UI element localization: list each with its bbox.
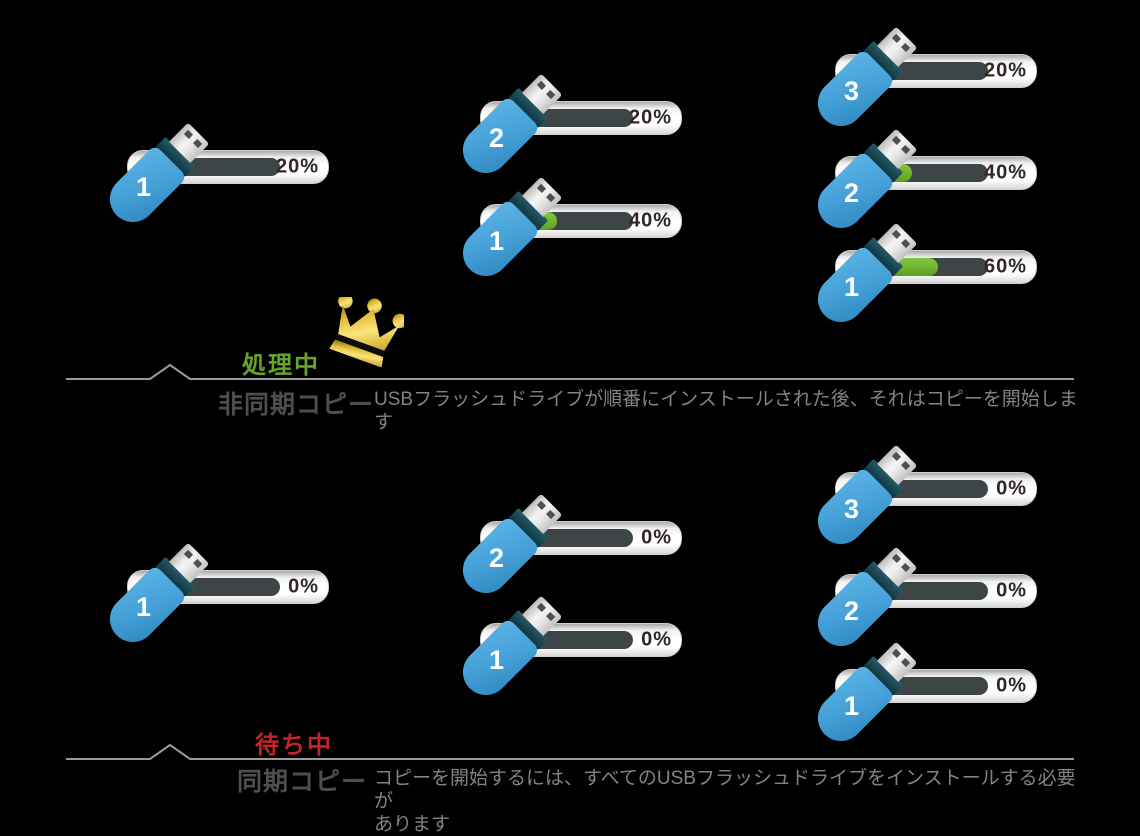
- progress-bar: 20%: [127, 150, 329, 184]
- usb-drive-unit: 20% 1: [100, 122, 337, 270]
- section-divider-line: [66, 743, 1074, 760]
- usb-drive-unit: 0% 2: [453, 493, 690, 641]
- progress-percent-label: 0%: [288, 575, 319, 598]
- progress-track: [862, 164, 988, 182]
- usb-connector-notch: [901, 460, 911, 471]
- progress-fill: [507, 212, 558, 230]
- usb-connector-notch: [546, 89, 556, 100]
- usb-drive-unit: 20% 2: [453, 73, 690, 221]
- progress-percent-label: 0%: [641, 526, 672, 549]
- crown-icon: [329, 297, 404, 367]
- progress-percent-label: 40%: [628, 209, 672, 232]
- progress-percent-label: 40%: [983, 161, 1027, 184]
- progress-percent-label: 0%: [996, 579, 1027, 602]
- progress-bar: 20%: [835, 54, 1037, 88]
- progress-bar: 0%: [480, 521, 682, 555]
- usb-connector-notch: [891, 33, 902, 43]
- usb-connector-notch: [891, 451, 902, 461]
- progress-percent-label: 0%: [996, 674, 1027, 697]
- status-processing-label: 処理中: [242, 352, 320, 379]
- progress-bar: 20%: [480, 101, 682, 135]
- progress-track: [862, 62, 988, 80]
- usb-connector-notch: [536, 80, 547, 90]
- usb-connector-notch: [183, 129, 194, 139]
- progress-bar: 0%: [480, 623, 682, 657]
- usb-drive-unit: 0% 3: [808, 444, 1045, 592]
- progress-fill: [154, 158, 180, 176]
- progress-percent-label: 20%: [275, 155, 319, 178]
- progress-percent-label: 0%: [996, 477, 1027, 500]
- progress-bar: 0%: [835, 472, 1037, 506]
- progress-percent-label: 20%: [628, 106, 672, 129]
- section-title-async-copy: 非同期コピー: [218, 391, 375, 419]
- status-waiting-label: 待ち中: [255, 732, 333, 759]
- usb-drive-unit: 60% 1: [808, 222, 1045, 370]
- section-title-sync-copy: 同期コピー: [237, 768, 368, 796]
- progress-bar: 40%: [480, 204, 682, 238]
- progress-bar: 60%: [835, 250, 1037, 284]
- progress-track: [507, 109, 633, 127]
- progress-track: [154, 578, 280, 596]
- progress-track: [862, 582, 988, 600]
- usb-connector-notch: [901, 42, 911, 53]
- section-description-sync-copy: コピーを開始するには、すべてのUSBフラッシュドライブをインストールする必要が …: [374, 768, 1076, 835]
- progress-track: [862, 677, 988, 695]
- progress-bar: 0%: [127, 570, 329, 604]
- progress-track: [862, 258, 988, 276]
- usb-drive-unit: 0% 1: [808, 641, 1045, 789]
- progress-percent-label: 0%: [641, 628, 672, 651]
- section-description-async-copy: USBフラッシュドライブが順番にインストールされた後、それはコピーを開始します: [374, 389, 1078, 433]
- usb-connector-notch: [193, 558, 203, 569]
- usb-connector-notch: [546, 509, 556, 520]
- usb-drive-unit: 20% 3: [808, 26, 1045, 174]
- progress-fill: [862, 258, 938, 276]
- usb-drive-unit: 0% 1: [100, 542, 337, 690]
- usb-drive-unit: 40% 1: [453, 176, 690, 324]
- usb-drive-unit: 0% 1: [453, 595, 690, 743]
- progress-fill: [862, 164, 913, 182]
- progress-track: [862, 480, 988, 498]
- progress-percent-label: 20%: [983, 59, 1027, 82]
- usb-connector-notch: [183, 549, 194, 559]
- progress-track: [507, 631, 633, 649]
- usb-connector-notch: [536, 500, 547, 510]
- usb-drive-unit: 0% 2: [808, 546, 1045, 694]
- progress-bar: 0%: [835, 574, 1037, 608]
- progress-track: [154, 158, 280, 176]
- progress-track: [507, 529, 633, 547]
- progress-bar: 40%: [835, 156, 1037, 190]
- usb-drive-unit: 40% 2: [808, 128, 1045, 276]
- progress-percent-label: 60%: [983, 255, 1027, 278]
- progress-track: [507, 212, 633, 230]
- usb-connector-notch: [193, 138, 203, 149]
- progress-bar: 0%: [835, 669, 1037, 703]
- progress-fill: [862, 62, 888, 80]
- progress-fill: [507, 109, 533, 127]
- section-divider-line: [66, 363, 1074, 380]
